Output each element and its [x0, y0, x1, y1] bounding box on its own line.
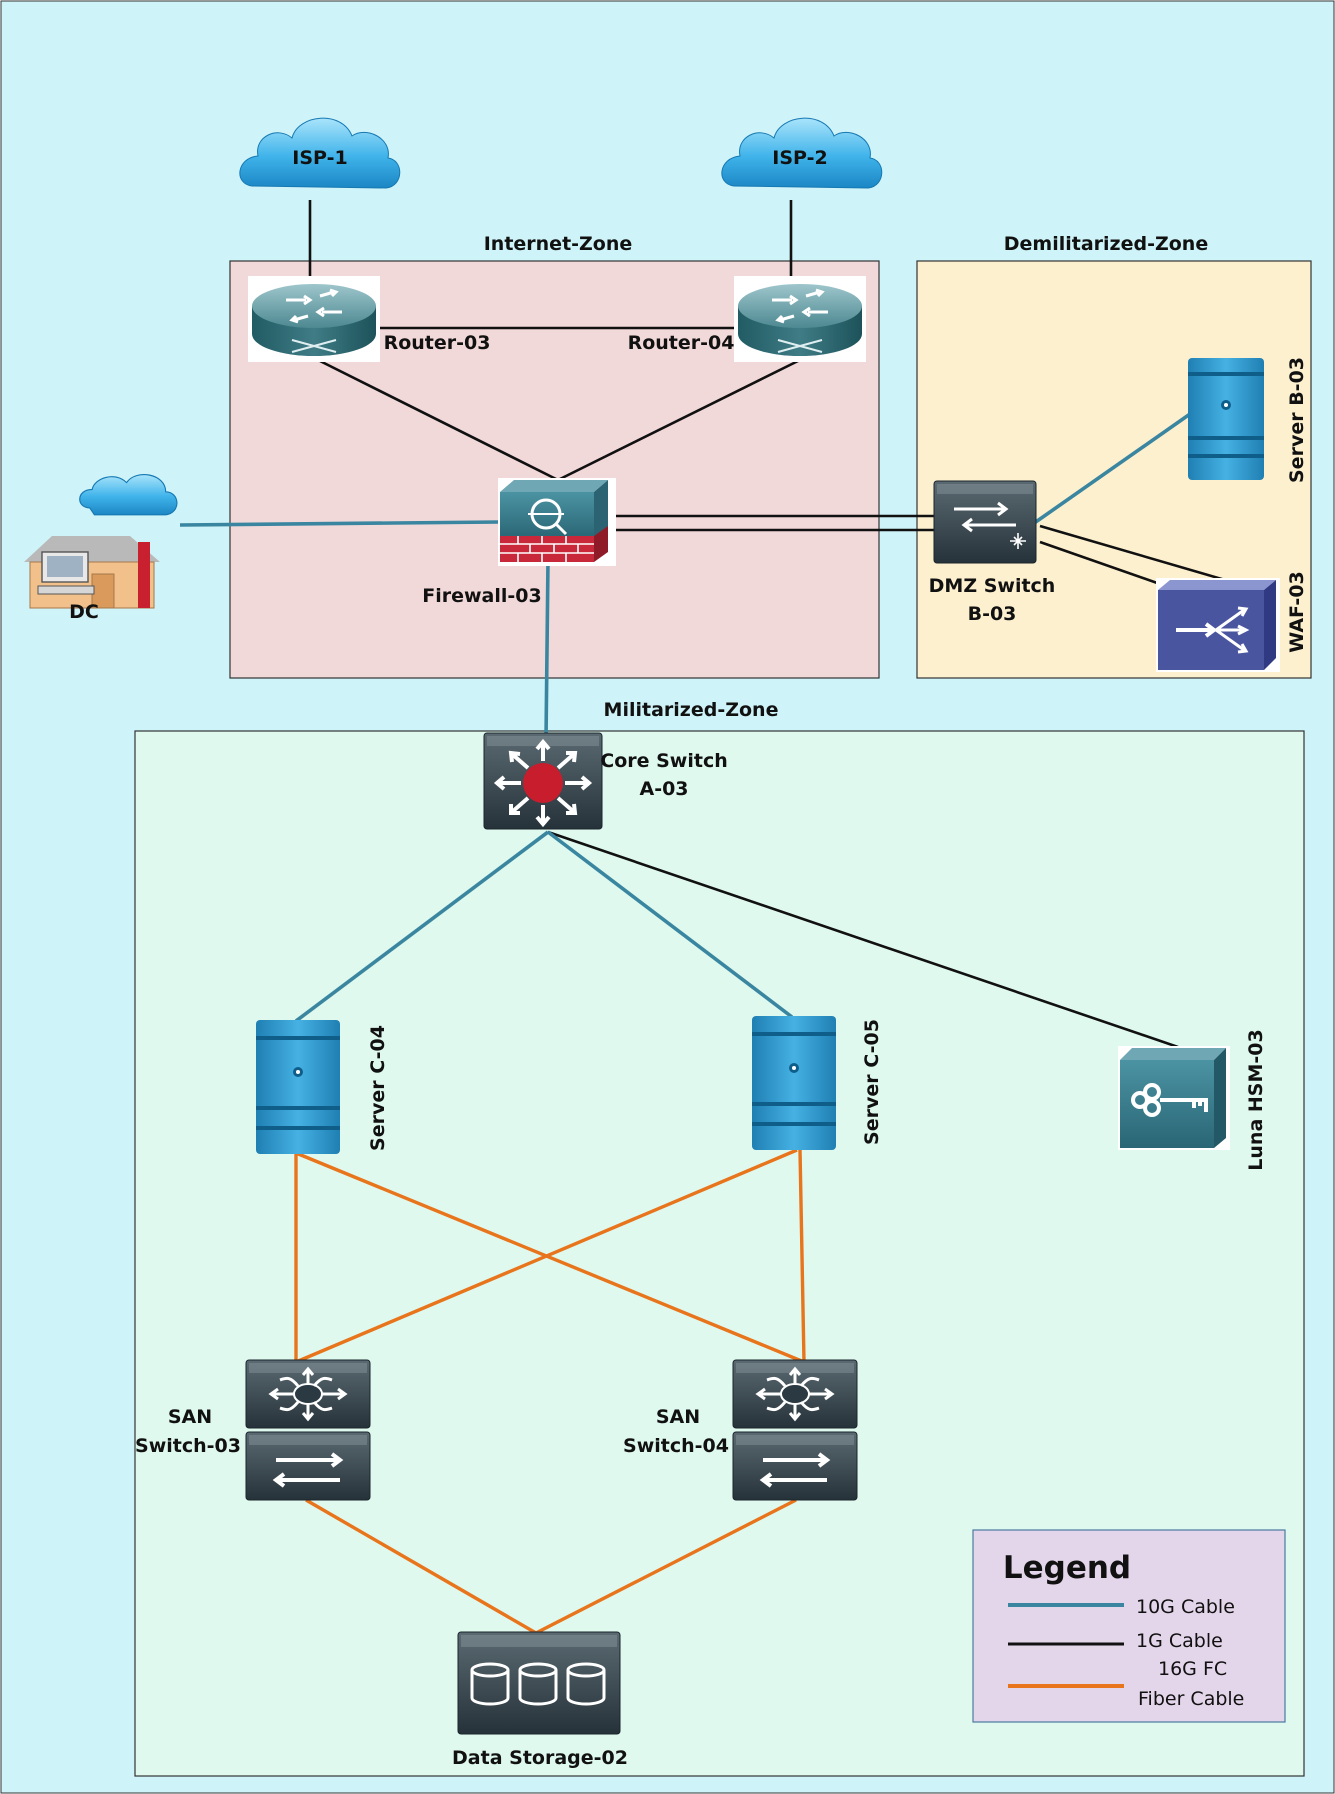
waf03-label: WAF-03 [1286, 571, 1308, 653]
server-icon [752, 1016, 836, 1150]
link-c04-san04 [295, 1151, 805, 1364]
dmz-switch-label-line2: B-03 [968, 603, 1017, 625]
router-icon [248, 276, 380, 362]
link-firewall-coreswitch [544, 559, 550, 741]
router04-label: Router-04 [628, 332, 735, 354]
san-switch04-label-line1: SAN [656, 1406, 700, 1428]
server-icon [1188, 358, 1264, 480]
luna-hsm-label: Luna HSM-03 [1245, 1029, 1267, 1170]
layer3-switch-icon [483, 732, 603, 830]
server-c04-label: Server C-04 [367, 1025, 389, 1151]
core-switch-label-line2: A-03 [639, 778, 688, 800]
san-switch03-label-line1: SAN [168, 1406, 212, 1428]
link-san04-storage [535, 1498, 797, 1635]
dmz-zone-label: Demilitarized-Zone [1004, 233, 1208, 255]
legend-item-1g: 1G Cable [1136, 1630, 1223, 1652]
san-switch-icon [732, 1359, 858, 1501]
cloud-icon [239, 117, 401, 189]
san-switch04-label-line2: Switch-04 [623, 1435, 729, 1457]
branch-office-icon [24, 474, 178, 609]
legend: Legend 10G Cable 1G Cable 16G FC Fiber C… [972, 1529, 1286, 1723]
legend-item-16g-fc-line2: Fiber Cable [1138, 1688, 1244, 1710]
legend-box [972, 1529, 1286, 1723]
link-router04-firewall [557, 358, 801, 482]
link-c05-san03 [295, 1148, 798, 1364]
link-dmzswitch-waf-a [1039, 524, 1233, 584]
legend-item-10g: 10G Cable [1136, 1596, 1235, 1618]
cloud-icon [721, 117, 883, 189]
militarized-zone-label: Militarized-Zone [604, 699, 779, 721]
internet-zone-label: Internet-Zone [484, 233, 633, 255]
link-coreswitch-serverc05 [546, 830, 794, 1019]
link-dmzswitch-serverb03 [1028, 412, 1192, 528]
isp1-label: ISP-1 [292, 147, 347, 169]
link-coreswitch-serverc04 [294, 830, 550, 1023]
link-c05-san04 [798, 1149, 806, 1363]
firewall-icon [498, 478, 616, 566]
core-switch-label-line1: Core Switch [600, 750, 728, 772]
switch-icon [933, 480, 1037, 564]
router03-label: Router-03 [384, 332, 491, 354]
waf-icon [1156, 578, 1280, 672]
link-san03-storage [305, 1498, 537, 1635]
firewall03-label: Firewall-03 [422, 585, 541, 607]
connections [179, 200, 1233, 1635]
server-c05-label: Server C-05 [861, 1019, 883, 1145]
dc-label: DC [69, 601, 99, 623]
key-icon [1118, 1046, 1230, 1150]
dmz-switch-label-line1: DMZ Switch [929, 575, 1056, 597]
server-icon [256, 1020, 340, 1154]
router-icon [734, 276, 866, 362]
isp2-label: ISP-2 [772, 147, 827, 169]
data-storage-label: Data Storage-02 [452, 1747, 628, 1769]
san-switch03-label-line2: Switch-03 [135, 1435, 241, 1457]
server-b03-label: Server B-03 [1286, 357, 1308, 483]
link-dmzswitch-waf-b [1039, 540, 1161, 586]
san-switch-icon [245, 1359, 371, 1501]
link-router03-firewall [317, 358, 559, 482]
storage-icon [457, 1631, 621, 1735]
link-dc-firewall [179, 520, 501, 527]
legend-item-16g-fc-line1: 16G FC [1158, 1658, 1227, 1680]
link-coreswitch-hsm [547, 830, 1179, 1049]
legend-title: Legend [1003, 1550, 1131, 1586]
